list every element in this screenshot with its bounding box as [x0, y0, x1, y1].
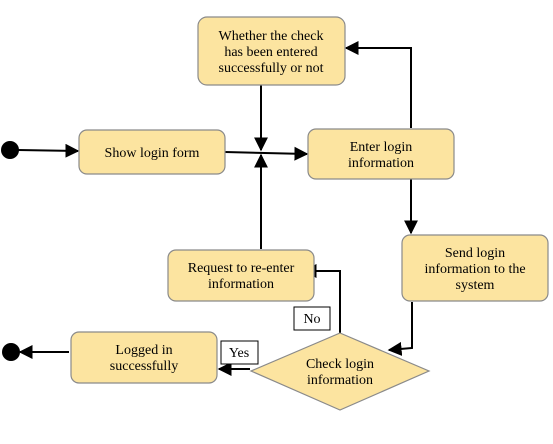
node-show-login-form: Show login form: [78, 129, 226, 175]
initial-node: [1, 141, 19, 159]
check-entered-line-1: Whether the check: [219, 29, 324, 44]
edge-send-login-to-check-login: [387, 302, 413, 356]
enter-login-line-1: Enter login: [350, 140, 413, 155]
check-login-line-1: Check login: [306, 357, 374, 372]
logged-in-line-2: successfully: [110, 359, 178, 374]
edge-enter-login-to-check-entered: [344, 41, 412, 128]
guard-label-no: No: [293, 306, 331, 331]
guard-label-no-text: No: [303, 312, 320, 327]
show-login-line-1: Show login form: [105, 146, 200, 161]
guard-label-yes-text: Yes: [229, 346, 249, 361]
request-reenter-line-2: information: [208, 277, 274, 292]
final-node: [2, 343, 20, 361]
request-reenter-line-1: Request to re-enter: [188, 261, 295, 276]
check-login-line-2: information: [307, 373, 373, 388]
connectors: [17, 41, 418, 376]
edge-start-to-show-login: [17, 143, 80, 158]
send-login-line-3: system: [456, 278, 495, 293]
check-entered-line-3: successfully or not: [219, 61, 324, 76]
svg-text:Show login form: Show login form: [105, 146, 200, 161]
edge-show-login-to-enter-login: [224, 146, 309, 161]
logged-in-line-1: Logged in: [115, 343, 172, 358]
guard-label-yes: Yes: [220, 340, 259, 365]
edge-check-login-no: [302, 264, 341, 334]
check-entered-line-2: has been entered: [224, 45, 317, 60]
enter-login-line-2: information: [348, 156, 414, 171]
send-login-line-1: Send login: [445, 246, 505, 261]
send-login-line-2: information to the: [424, 262, 525, 277]
